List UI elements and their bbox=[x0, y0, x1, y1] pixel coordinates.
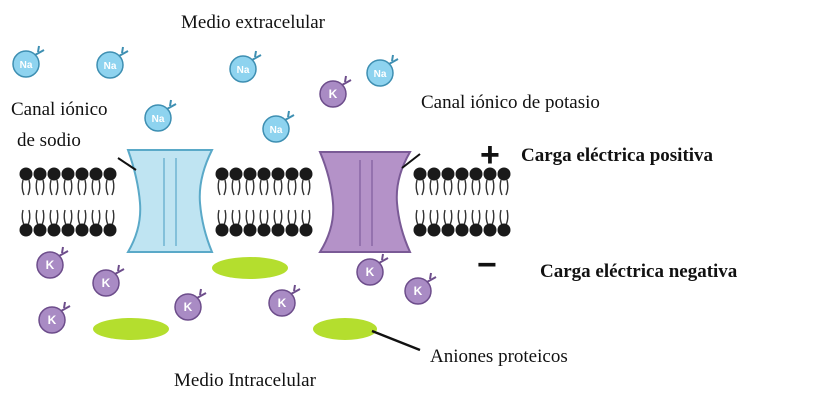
protein-anion bbox=[212, 257, 288, 279]
protein-anions-label: Aniones proteicos bbox=[430, 347, 568, 366]
sodium-channel bbox=[128, 150, 212, 252]
minus-sign: − bbox=[477, 248, 497, 282]
phospholipid bbox=[272, 168, 285, 237]
sodium-ion: Na bbox=[145, 100, 176, 131]
potassium-ion-symbol: K bbox=[278, 296, 287, 310]
protein-anion bbox=[93, 318, 169, 340]
potassium-ion-symbol: K bbox=[48, 313, 57, 327]
potassium-channel bbox=[320, 152, 410, 252]
sodium-ion: Na bbox=[230, 51, 261, 82]
intracellular-label: Medio Intracelular bbox=[174, 371, 316, 390]
potassium-ion: K bbox=[320, 76, 351, 107]
positive-charge-label: Carga eléctrica positiva bbox=[521, 146, 713, 165]
potassium-ion-symbol: K bbox=[184, 300, 193, 314]
phospholipid bbox=[484, 168, 497, 237]
phospholipid bbox=[442, 168, 455, 237]
potassium-ion: K bbox=[39, 302, 70, 333]
potassium-ion: K bbox=[175, 289, 206, 320]
phospholipid bbox=[286, 168, 299, 237]
phospholipid bbox=[20, 168, 33, 237]
phospholipid bbox=[104, 168, 117, 237]
potassium-channel-label: Canal iónico de potasio bbox=[421, 93, 600, 112]
phospholipid bbox=[62, 168, 75, 237]
phospholipid bbox=[258, 168, 271, 237]
sodium-ion-symbol: Na bbox=[104, 61, 117, 72]
phospholipid bbox=[48, 168, 61, 237]
potassium-ion: K bbox=[269, 285, 300, 316]
potassium-ion-symbol: K bbox=[366, 265, 375, 279]
sodium-ion-symbol: Na bbox=[20, 60, 33, 71]
potassium-ion-symbol: K bbox=[329, 87, 338, 101]
sodium-ion: Na bbox=[263, 111, 294, 142]
phospholipid bbox=[76, 168, 89, 237]
potassium-ion: K bbox=[37, 247, 68, 278]
phospholipid bbox=[230, 168, 243, 237]
plus-sign: + bbox=[480, 138, 500, 172]
phospholipid-bilayer bbox=[20, 168, 511, 237]
potassium-ion: K bbox=[405, 273, 436, 304]
sodium-channel-label-line1: Canal iónico bbox=[11, 100, 108, 119]
sodium-ion: Na bbox=[97, 47, 128, 78]
phospholipid bbox=[456, 168, 469, 237]
potassium-ion-symbol: K bbox=[414, 284, 423, 298]
phospholipid bbox=[90, 168, 103, 237]
potassium-ion: K bbox=[93, 265, 124, 296]
protein-anion-pointer bbox=[372, 331, 420, 350]
phospholipid bbox=[498, 168, 511, 237]
phospholipid bbox=[300, 168, 313, 237]
phospholipid bbox=[244, 168, 257, 237]
potassium-ion-symbol: K bbox=[46, 258, 55, 272]
sodium-channel-label-line2: de sodio bbox=[17, 131, 81, 150]
phospholipid bbox=[428, 168, 441, 237]
potassium-ion: K bbox=[357, 254, 388, 285]
sodium-ion-symbol: Na bbox=[237, 65, 250, 76]
phospholipid bbox=[470, 168, 483, 237]
extracellular-label: Medio extracelular bbox=[181, 13, 325, 32]
phospholipid bbox=[34, 168, 47, 237]
sodium-ion-symbol: Na bbox=[152, 114, 165, 125]
sodium-ion-symbol: Na bbox=[374, 69, 387, 80]
phospholipid bbox=[216, 168, 229, 237]
sodium-ion: Na bbox=[367, 55, 398, 86]
negative-charge-label: Carga eléctrica negativa bbox=[540, 262, 737, 281]
protein-anion bbox=[313, 318, 377, 340]
potassium-ion-symbol: K bbox=[102, 276, 111, 290]
sodium-ion: Na bbox=[13, 46, 44, 77]
sodium-ion-symbol: Na bbox=[270, 125, 283, 136]
phospholipid bbox=[414, 168, 427, 237]
